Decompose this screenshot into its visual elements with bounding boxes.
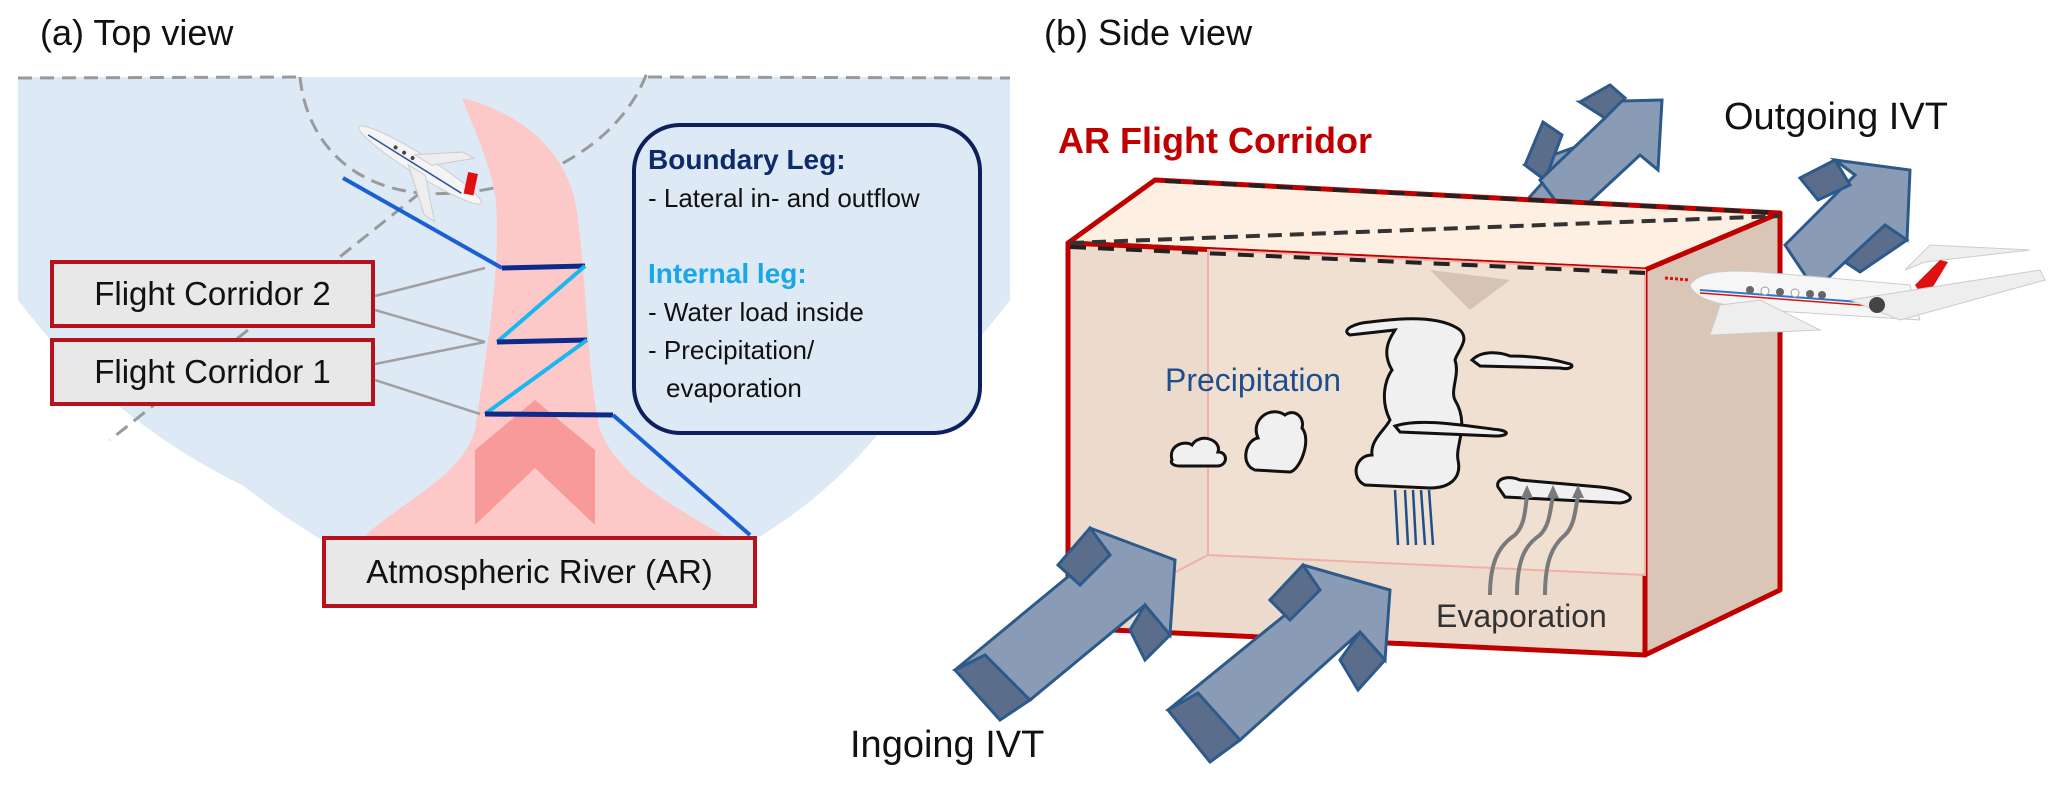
internal-leg-item: - Precipitation/ [648, 335, 815, 365]
boundary-leg-outer-right [611, 413, 752, 537]
evaporation-label: Evaporation [1436, 598, 1607, 634]
ivt-arrow-icon [1165, 562, 1392, 765]
side-view-title: (b) Side view [1044, 12, 1253, 53]
outgoing-ivt-label: Outgoing IVT [1724, 96, 1948, 138]
ingoing-ivt-label: Ingoing IVT [850, 724, 1045, 766]
flight-corridor-2-label: Flight Corridor 2 [50, 260, 375, 328]
cloud-icon [1169, 317, 1632, 505]
boundary-leg-outer-left [342, 176, 503, 270]
top-view-title: (a) Top view [40, 12, 234, 53]
leg-legend: Boundary Leg: - Lateral in- and outflow … [632, 123, 982, 435]
boundary-leg [501, 263, 586, 271]
ar-flight-corridor-title: AR Flight Corridor [1058, 120, 1372, 161]
internal-leg [483, 338, 589, 416]
precipitation-label: Precipitation [1165, 362, 1342, 398]
internal-leg [495, 264, 587, 344]
dashed-boundary [17, 75, 301, 80]
ivt-arrow-icon [952, 525, 1177, 722]
boundary-leg-item: - Lateral in- and outflow [648, 183, 920, 213]
ar-direction-chevron-icon [475, 400, 595, 525]
boundary-leg [484, 411, 614, 418]
aircraft-icon [1664, 244, 2046, 336]
boundary-leg-heading: Boundary Leg: [648, 144, 846, 175]
rain-icon [1393, 489, 1435, 546]
atmospheric-river-label: Atmospheric River (AR) [322, 536, 757, 608]
boundary-leg [496, 337, 588, 345]
flight-corridor-1-label: Flight Corridor 1 [50, 338, 375, 406]
atmospheric-river-shape [355, 98, 740, 545]
ivt-arrow-icon [1783, 157, 1912, 293]
internal-leg-heading: Internal leg: [648, 258, 807, 289]
aircraft-icon [358, 125, 482, 223]
evaporation-arrow-icon [1488, 495, 1580, 596]
internal-leg-item: evaporation [666, 373, 802, 403]
internal-leg-item: - Water load inside [648, 297, 864, 327]
